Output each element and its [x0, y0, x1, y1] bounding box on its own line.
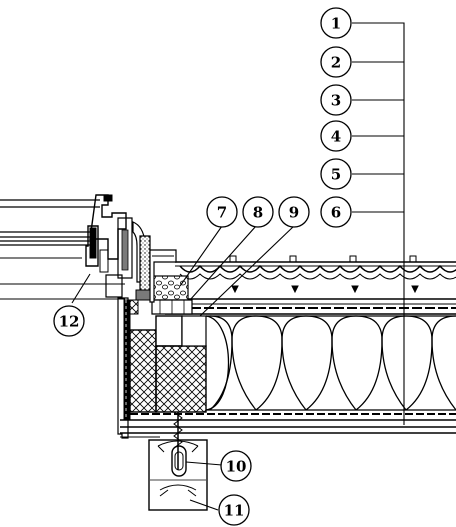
svg-text:8: 8: [253, 204, 263, 222]
svg-text:7: 7: [217, 204, 227, 222]
callout-1: 1: [320, 7, 352, 39]
callout-2: 2: [320, 46, 352, 78]
svg-text:12: 12: [59, 313, 80, 331]
leader-lines: [71, 22, 405, 511]
callout-4: 4: [320, 120, 352, 152]
flashing-seal: [117, 235, 177, 439]
roof-covering-tiles: [175, 255, 456, 294]
callout-7: 7: [206, 196, 238, 228]
svg-text:11: 11: [224, 502, 245, 520]
insulation-layer: [205, 315, 456, 411]
callout-11: 11: [218, 494, 250, 526]
svg-text:1: 1: [331, 15, 341, 33]
svg-text:3: 3: [331, 92, 341, 110]
svg-text:5: 5: [331, 166, 341, 184]
window-frame: [0, 194, 146, 300]
callout-8: 8: [242, 196, 274, 228]
trimmer-timbers: [129, 315, 207, 413]
callout-9: 9: [278, 196, 310, 228]
gravel-fill: [151, 275, 193, 315]
callout-6: 6: [320, 196, 352, 228]
svg-text:9: 9: [289, 204, 299, 222]
svg-text:2: 2: [331, 54, 341, 72]
callout-12: 12: [53, 305, 85, 337]
svg-text:10: 10: [226, 458, 247, 476]
ceiling-layers: [120, 413, 456, 438]
svg-text:6: 6: [331, 204, 341, 222]
ceiling-hanger: [148, 411, 208, 511]
callout-3: 3: [320, 84, 352, 116]
callout-5: 5: [320, 158, 352, 190]
callout-10: 10: [220, 450, 252, 482]
membrane-layers: [165, 298, 456, 315]
svg-text:4: 4: [331, 128, 341, 146]
